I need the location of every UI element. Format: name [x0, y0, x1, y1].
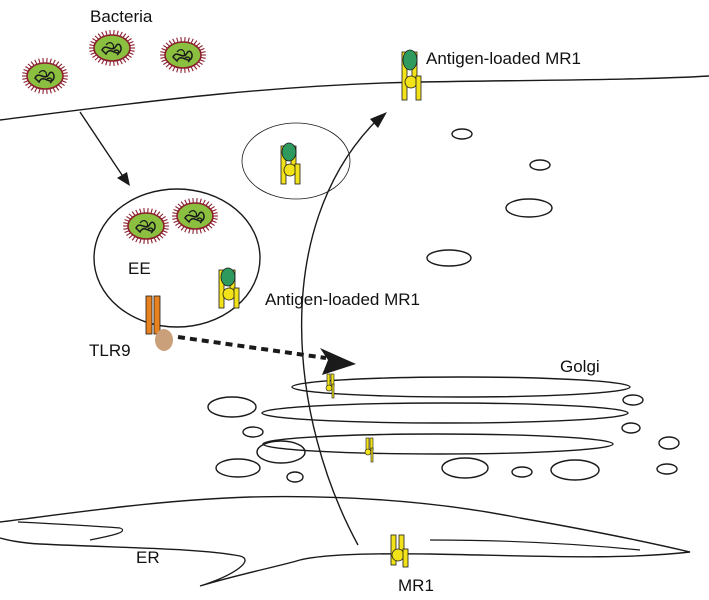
- er-lower-lumen: [17, 521, 124, 541]
- ee-label: EE: [128, 259, 151, 278]
- bacterium-in-ee-2: [171, 197, 219, 235]
- bacterium-2: [159, 36, 207, 74]
- early-endosome: [93, 188, 261, 328]
- antigen-loaded-mr1-surface: [401, 49, 422, 101]
- er-right-lumen: [429, 539, 641, 551]
- recycling-vesicle: [241, 122, 351, 200]
- bacteria-label: Bacteria: [90, 7, 153, 26]
- antigen-loaded-mr1-vesicle: [280, 142, 301, 185]
- uptake-arrowhead: [117, 172, 130, 186]
- antigen-loaded-mr1-surface-label: Antigen-loaded MR1: [426, 49, 581, 68]
- mr1-label: MR1: [398, 576, 434, 595]
- bacterium-3: [21, 57, 69, 95]
- bacterium-in-ee-1: [122, 207, 170, 245]
- mr1-in-golgi-2: [364, 437, 374, 463]
- endoplasmic-reticulum: [0, 495, 691, 587]
- golgi-label: Golgi: [560, 357, 600, 376]
- tlr9-signal-arrowhead: [320, 348, 356, 375]
- antigen-loaded-mr1-endosome: [218, 267, 240, 309]
- mr1-in-golgi-1: [325, 373, 335, 399]
- trafficking-arrow: [300, 121, 376, 546]
- tlr9-label: TLR9: [89, 341, 131, 360]
- plasma-membrane: [0, 75, 709, 121]
- golgi-vesicles: [207, 394, 680, 483]
- mr1-in-er: [390, 534, 409, 568]
- antigen-loaded-mr1-endosome-label: Antigen-loaded MR1: [265, 290, 420, 309]
- tlr9-signal-arrow: [177, 335, 327, 360]
- bacterium-1: [88, 29, 136, 67]
- trafficking-arrowhead: [370, 112, 387, 128]
- cytoplasmic-vesicles: [426, 128, 553, 267]
- uptake-arrow: [79, 111, 125, 179]
- er-label: ER: [136, 548, 160, 567]
- tlr9-receptor: [145, 295, 173, 351]
